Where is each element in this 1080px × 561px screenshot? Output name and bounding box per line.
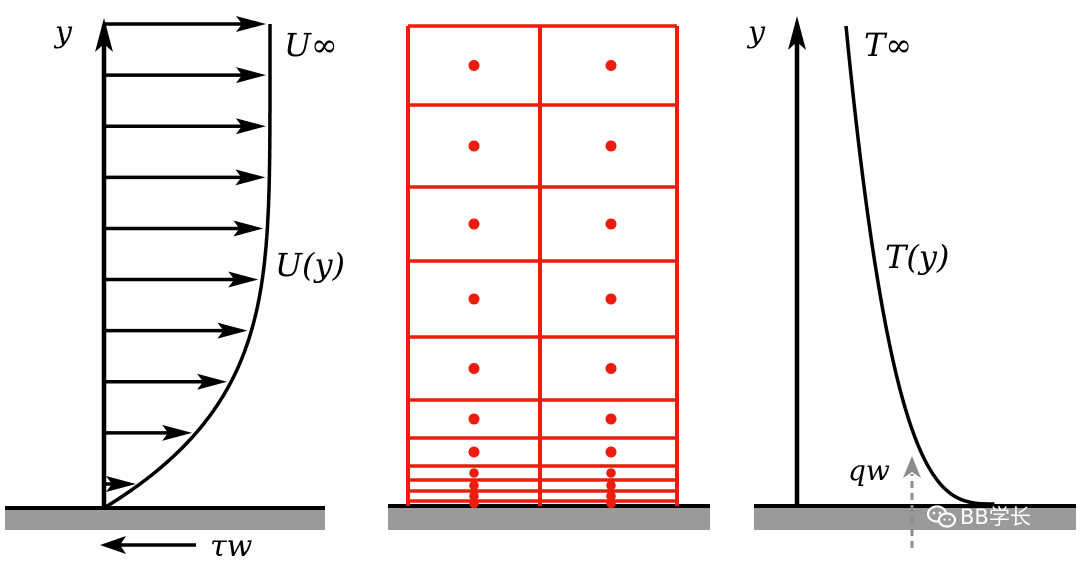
cell-center-dot: [468, 60, 480, 71]
velocity-arrow: [104, 67, 266, 84]
temperature-profile-curve: [844, 25, 995, 506]
cell-center-dot: [468, 363, 480, 374]
cell-center-dot: [605, 218, 617, 230]
freestream-velocity-label: U∞: [284, 26, 338, 64]
velocity-arrow-head: [228, 271, 259, 288]
velocity-arrow-head: [217, 322, 248, 339]
freestream-temperature-label: T∞: [864, 26, 912, 64]
cell-center-dot: [468, 446, 480, 458]
velocity-arrows: [104, 16, 266, 492]
cell-center-dot: [605, 60, 617, 71]
grid-panel: [388, 24, 710, 530]
temperature-profile-label: T(y): [885, 238, 949, 276]
cell-center-dot: [469, 480, 479, 491]
cell-center-dot: [605, 363, 617, 374]
velocity-arrow: [104, 118, 266, 135]
velocity-arrow: [104, 16, 266, 32]
velocity-profile-label: U(y): [275, 246, 345, 284]
cell-center-dot: [469, 498, 479, 509]
velocity-arrow: [104, 322, 248, 339]
grid-lines: [406, 24, 679, 506]
velocity-arrow: [104, 220, 264, 237]
cell-center-dot: [468, 293, 480, 305]
velocity-arrow-head: [235, 118, 266, 135]
thermal-wall: [754, 506, 1076, 530]
velocity-arrow-head: [236, 16, 266, 32]
velocity-arrow-head: [235, 169, 266, 186]
thermal-axis-label: y: [746, 15, 766, 50]
cell-center-dot: [469, 468, 479, 478]
grid-wall: [388, 506, 710, 530]
heat-flux-label: qw: [848, 454, 890, 487]
cell-center-dot: [606, 468, 616, 478]
watermark-text: BB学长: [960, 505, 1031, 529]
cell-center-dot: [605, 140, 617, 152]
cell-center-dot: [606, 491, 616, 501]
velocity-arrow-head: [197, 373, 228, 390]
wall-shear-arrowhead: [100, 536, 126, 554]
cell-center-dot: [605, 413, 617, 425]
grid-cell-centers: [468, 60, 617, 509]
velocity-arrow-head: [162, 424, 193, 441]
thermal-y-axis-arrowhead: [788, 16, 806, 50]
velocity-arrow: [104, 169, 266, 186]
velocity-panel: y U∞ U(y) τw: [5, 15, 345, 561]
cell-center-dot: [468, 140, 480, 152]
cell-center-dot: [468, 413, 480, 425]
wall-shear-label: τw: [210, 529, 253, 561]
velocity-y-axis-arrowhead: [95, 18, 113, 52]
thermal-panel: y T∞ T(y) qw BB学长: [746, 15, 1076, 548]
cell-center-dot: [606, 480, 616, 491]
cell-center-dot: [606, 498, 616, 509]
cell-center-dot: [468, 218, 480, 230]
heat-flux-arrowhead: [903, 456, 921, 478]
velocity-arrow-head: [235, 67, 266, 84]
cell-center-dot: [605, 293, 617, 305]
velocity-arrow: [104, 424, 193, 441]
velocity-arrow-head: [105, 476, 136, 492]
velocity-wall: [5, 508, 325, 530]
watermark: BB学长: [926, 505, 1031, 529]
cell-center-dot: [605, 446, 617, 458]
velocity-arrow: [104, 373, 228, 390]
wechat-icon: [926, 505, 957, 528]
velocity-arrow: [104, 476, 136, 492]
velocity-arrow-head: [233, 220, 264, 237]
velocity-axis-label: y: [53, 15, 73, 50]
velocity-profile-curve: [103, 24, 272, 510]
cell-center-dot: [469, 491, 479, 501]
velocity-arrow: [104, 271, 259, 288]
